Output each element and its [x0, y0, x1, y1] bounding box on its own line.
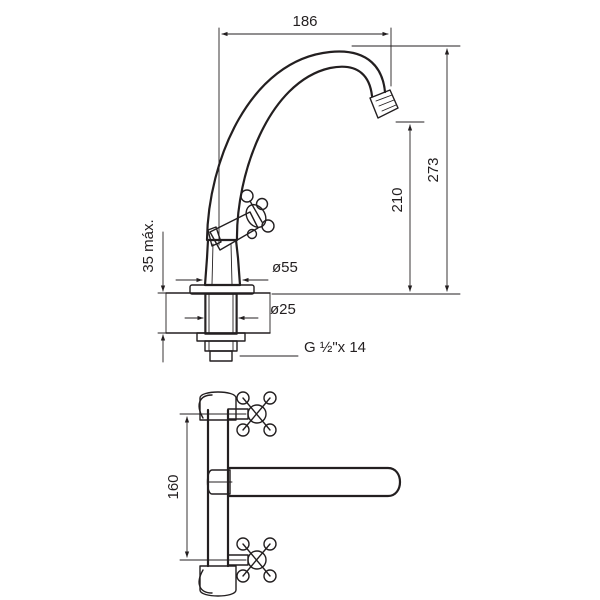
valve-handle: [207, 189, 275, 251]
dim-label-210: 210: [389, 187, 406, 212]
plan-spout-arm: [206, 466, 402, 498]
dim-label-160: 160: [165, 474, 182, 499]
dim-label-273: 273: [425, 157, 442, 182]
dim-label-o25: ø25: [270, 301, 296, 318]
dim-spout-reach: 186: [218, 13, 392, 246]
faucet-body: [203, 238, 242, 287]
dim-thread: G ½"x 14: [239, 339, 366, 357]
dim-body-diameter: ø55: [175, 259, 298, 283]
dim-label-thread: G ½"x 14: [304, 339, 366, 356]
dim-handle-spacing: 160: [165, 413, 247, 561]
dim-label-186: 186: [292, 13, 317, 30]
dim-deck-thickness: 35 máx.: [140, 219, 171, 363]
dim-label-o55: ø55: [272, 259, 298, 276]
plan-handle-bottom: [227, 537, 277, 583]
dim-spout-height: 210: [389, 121, 425, 292]
countertop-section: [165, 292, 271, 334]
spout: [205, 50, 399, 242]
elevation-view: 186 273 210 35 máx. ø55: [140, 13, 461, 363]
dim-label-35-max: 35 máx.: [140, 219, 157, 272]
dim-total-height: 273: [271, 45, 461, 295]
shank-and-nut: [189, 284, 255, 362]
plan-view: 160: [165, 391, 402, 597]
dim-shank-diameter: ø25: [184, 301, 296, 321]
plan-handle-top: [227, 391, 277, 437]
